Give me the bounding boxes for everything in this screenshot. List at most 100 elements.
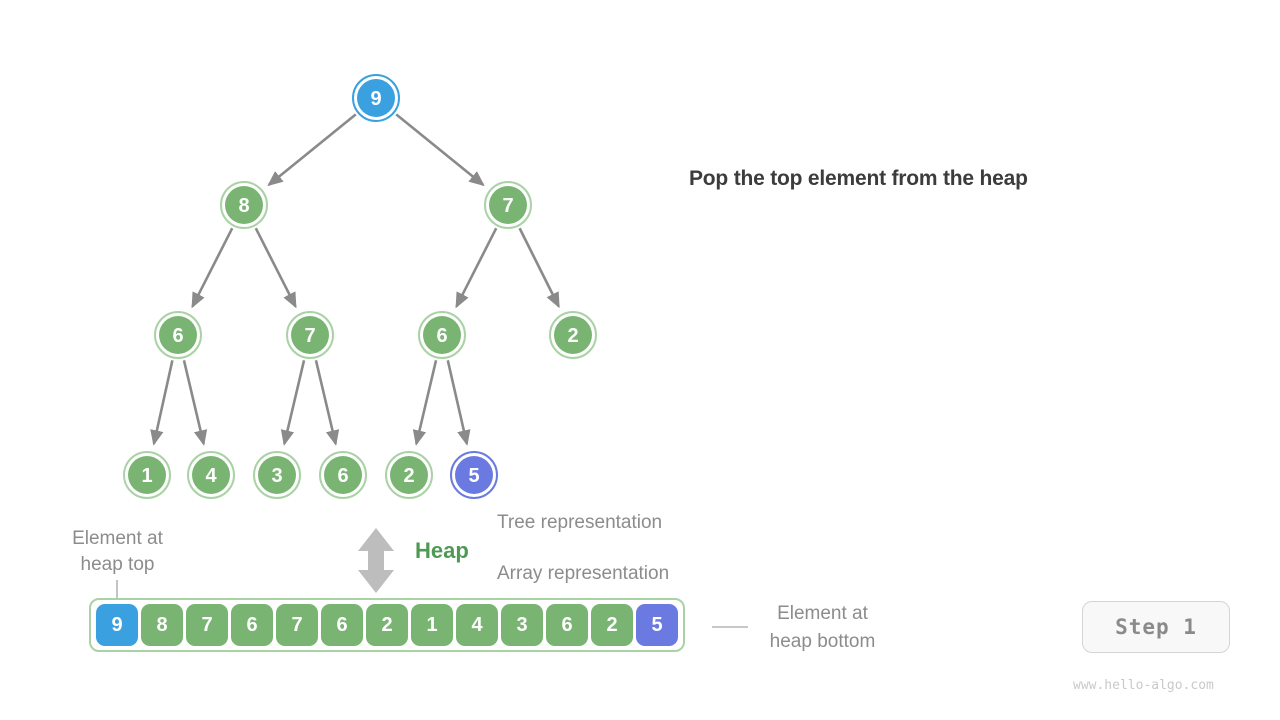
heap-label: Heap xyxy=(415,538,469,563)
array-cell-value: 8 xyxy=(156,613,168,636)
tree-node-ring xyxy=(187,451,235,499)
tree-node-ring xyxy=(286,311,334,359)
page-title: Pop the top element from the heap xyxy=(689,167,1028,190)
tree-representation-label: Tree representation xyxy=(497,512,663,533)
tree-node-ring xyxy=(123,451,171,499)
array-cell[interactable]: 9 xyxy=(96,604,138,646)
heap-top-annotation-line2: heap top xyxy=(80,554,155,575)
tree-node-value: 8 xyxy=(238,195,249,217)
tree-node-value: 1 xyxy=(141,465,152,487)
tree-node-value: 7 xyxy=(304,325,315,347)
tree-node[interactable]: 8 xyxy=(220,181,268,229)
tree-node[interactable]: 2 xyxy=(385,451,433,499)
tree-node-circle xyxy=(357,79,395,117)
tree-node-ring xyxy=(352,74,400,122)
tree-node[interactable]: 7 xyxy=(484,181,532,229)
tree-node-value: 6 xyxy=(172,325,183,347)
array-cell-value: 7 xyxy=(201,613,213,636)
tree-edge xyxy=(518,227,560,309)
array-cell[interactable]: 6 xyxy=(546,604,588,646)
tree-node-circle xyxy=(455,456,493,494)
array-cell-value: 4 xyxy=(471,613,483,636)
array-cell-value: 6 xyxy=(246,613,258,636)
heap-bottom-annotation-line2: heap bottom xyxy=(769,631,876,652)
array-cell[interactable]: 7 xyxy=(276,604,318,646)
tree-edge xyxy=(412,360,438,446)
double-arrow-vertical-icon xyxy=(358,528,394,593)
tree-edge xyxy=(267,113,357,187)
array-cell-value: 6 xyxy=(336,613,348,636)
watermark: www.hello-algo.com xyxy=(1073,678,1214,693)
tree-edge xyxy=(314,360,340,446)
heap-top-annotation-line1: Element at xyxy=(72,528,163,549)
tree-node[interactable]: 3 xyxy=(253,451,301,499)
array-cell[interactable]: 8 xyxy=(141,604,183,646)
array-cell[interactable]: 1 xyxy=(411,604,453,646)
tree-node[interactable]: 6 xyxy=(319,451,367,499)
tree-node-ring xyxy=(319,451,367,499)
array-cell[interactable]: 5 xyxy=(636,604,678,646)
heap-bottom-annotation: Element at heap bottom xyxy=(745,600,900,656)
tree-node-value: 9 xyxy=(370,88,381,110)
array-cell[interactable]: 7 xyxy=(186,604,228,646)
heap-top-annotation: Element at heap top xyxy=(40,526,195,578)
tree-node-value: 6 xyxy=(337,465,348,487)
tree-node[interactable]: 1 xyxy=(123,451,171,499)
tree-node-circle xyxy=(390,456,428,494)
array-representation-label: Array representation xyxy=(497,563,670,584)
array-cell[interactable]: 2 xyxy=(366,604,408,646)
heap-bottom-annotation-line1: Element at xyxy=(777,603,868,624)
array-cell[interactable]: 3 xyxy=(501,604,543,646)
tree-node-ring xyxy=(154,311,202,359)
tree-node-circle xyxy=(423,316,461,354)
tree-node[interactable]: 5 xyxy=(450,451,498,499)
tree-node[interactable]: 7 xyxy=(286,311,334,359)
array-cell[interactable]: 6 xyxy=(321,604,363,646)
tree-edge xyxy=(182,360,208,446)
tree-edge xyxy=(395,113,485,187)
tree-node-circle xyxy=(128,456,166,494)
array-cell-value: 5 xyxy=(651,613,663,636)
tree-edge xyxy=(254,227,297,309)
tree-node-value: 2 xyxy=(403,465,414,487)
array-cell[interactable]: 6 xyxy=(231,604,273,646)
tree-node-value: 6 xyxy=(436,325,447,347)
array-cell[interactable]: 4 xyxy=(456,604,498,646)
tree-edge xyxy=(191,227,234,309)
tree-node-circle xyxy=(258,456,296,494)
tree-node-value: 7 xyxy=(502,195,513,217)
tree-node-circle xyxy=(192,456,230,494)
tree-node[interactable]: 4 xyxy=(187,451,235,499)
tree-node-value: 5 xyxy=(468,465,479,487)
tree-edges xyxy=(150,113,560,446)
array-cell-value: 9 xyxy=(111,613,123,636)
tree-node-ring xyxy=(385,451,433,499)
tree-node-ring xyxy=(418,311,466,359)
tree-node-value: 4 xyxy=(205,465,217,487)
tree-node-ring xyxy=(484,181,532,229)
tree-node-circle xyxy=(291,316,329,354)
tree-edge xyxy=(150,360,174,446)
array-cell[interactable]: 2 xyxy=(591,604,633,646)
tree-node[interactable]: 6 xyxy=(154,311,202,359)
tree-node-ring xyxy=(450,451,498,499)
tree-nodes: 9 8 7 6 7 6 2 1 4 3 6 2 5 xyxy=(123,74,597,499)
tree-node-value: 2 xyxy=(567,325,578,347)
tree-node-ring xyxy=(220,181,268,229)
tree-node[interactable]: 2 xyxy=(549,311,597,359)
tree-node[interactable]: 9 xyxy=(352,74,400,122)
step-badge: Step 1 xyxy=(1082,601,1230,653)
array-cell-value: 3 xyxy=(516,613,528,636)
tree-node[interactable]: 6 xyxy=(418,311,466,359)
array-cell-value: 2 xyxy=(381,613,393,636)
tree-node-ring xyxy=(549,311,597,359)
array-cell-value: 2 xyxy=(606,613,618,636)
tree-edge xyxy=(455,227,498,309)
tree-edge xyxy=(280,360,306,446)
tree-node-circle xyxy=(489,186,527,224)
tree-node-ring xyxy=(253,451,301,499)
array-cell-value: 1 xyxy=(426,613,438,636)
